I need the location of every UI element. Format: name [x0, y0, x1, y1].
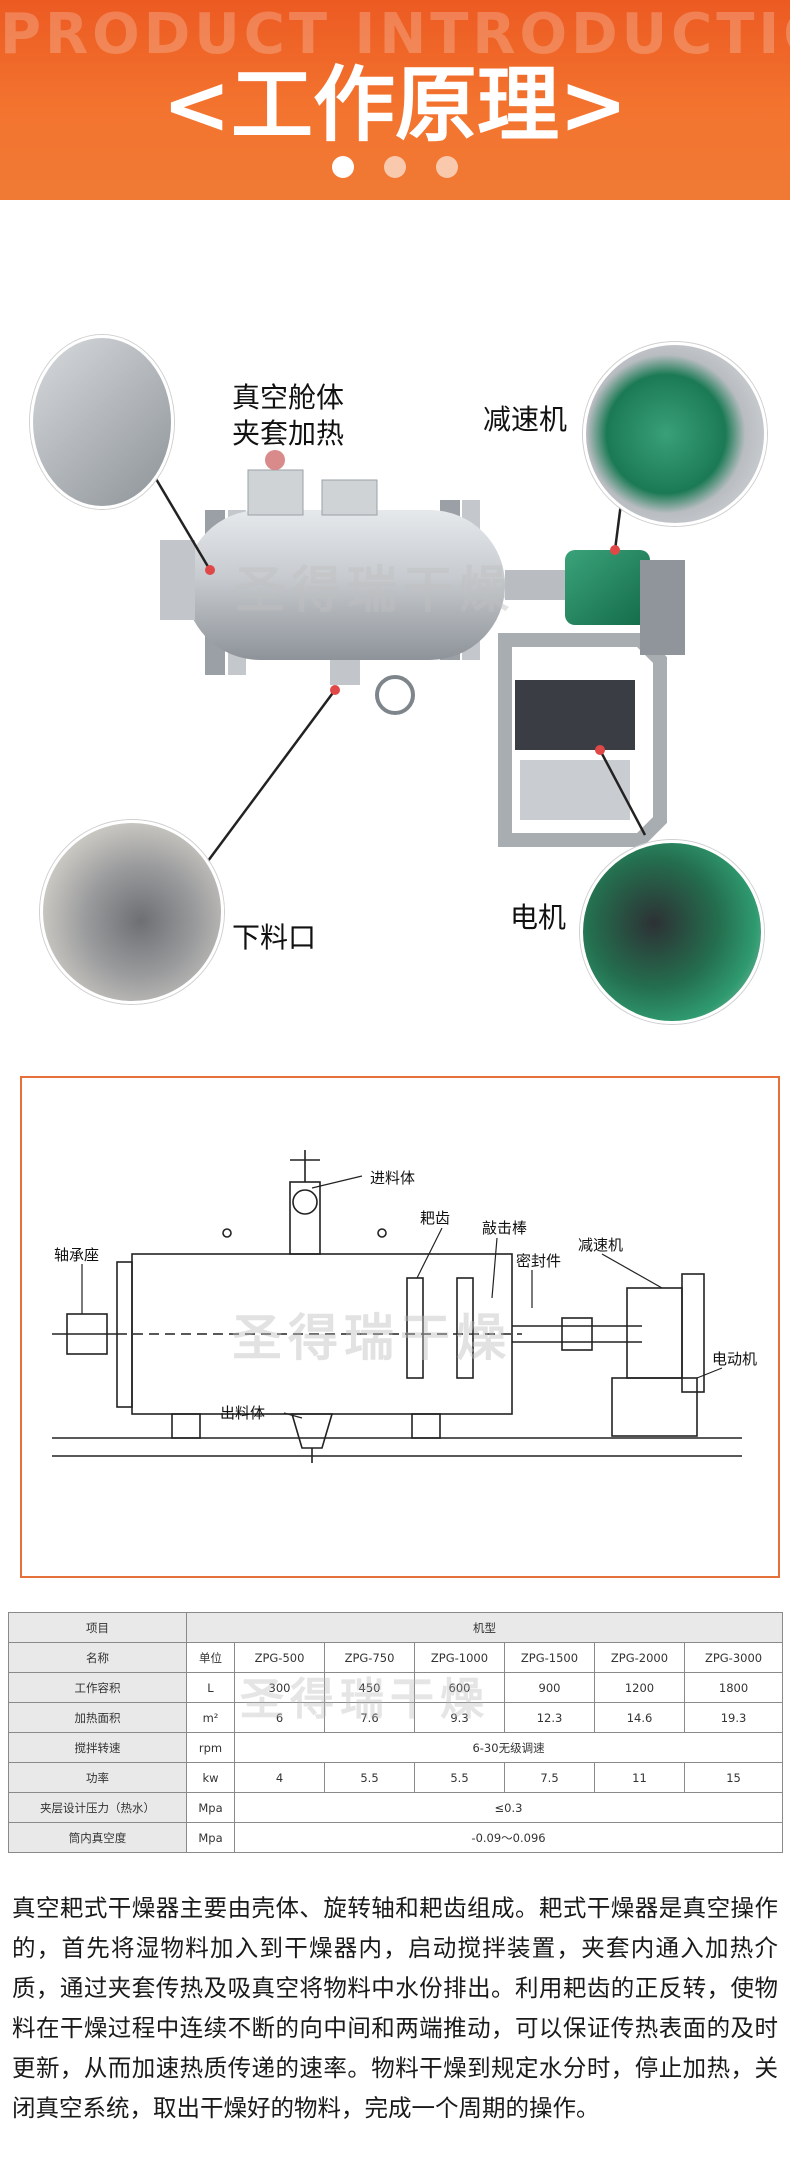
row-label: 筒内真空度: [8, 1822, 187, 1853]
cell: 5.5: [414, 1762, 505, 1793]
label-motor: 电机: [510, 901, 567, 934]
row-label: 加热面积: [8, 1702, 187, 1733]
table-row: 功率 kw 4 5.5 5.5 7.5 11 15: [8, 1762, 784, 1793]
section-header: PRODUCT INTRODUCTION <工作原理>: [0, 0, 790, 200]
label-vacuum-chamber: 真空舱体: [232, 381, 345, 414]
drawing-watermark: 圣得瑞干燥: [232, 1309, 512, 1367]
row-label: 功率: [8, 1762, 187, 1793]
table-row: 夹层设计压力（热水） Mpa ≤0.3: [8, 1792, 784, 1823]
table-row: 加热面积 m² 6 7.6 9.3 12.3 14.6 19.3: [8, 1702, 784, 1733]
cell-span: ≤0.3: [233, 1792, 784, 1823]
label-reducer-drawing: 减速机: [578, 1236, 623, 1254]
drawing-schematic: 进料体 耙齿 敲击棒 轴承座 密封件 减速机 电动机 出料体: [52, 1150, 757, 1463]
photo-watermark: 圣得瑞干燥: [235, 561, 515, 619]
cell: ZPG-1000: [414, 1642, 505, 1673]
label-seal: 密封件: [516, 1252, 561, 1270]
cell-span: -0.09～0.096: [233, 1822, 784, 1853]
cell: 11: [594, 1762, 685, 1793]
cell: 9.3: [414, 1702, 505, 1733]
cell: 7.6: [324, 1702, 415, 1733]
row-label: 工作容积: [8, 1672, 187, 1703]
label-discharge-drawing: 出料体: [220, 1404, 265, 1422]
row-unit: rpm: [186, 1732, 235, 1763]
label-bearing-seat: 轴承座: [54, 1246, 99, 1264]
header-item: 项目: [8, 1612, 187, 1643]
cell: 600: [414, 1672, 505, 1703]
cell: 19.3: [683, 1702, 784, 1733]
pagination-dots: [0, 156, 790, 178]
cell: ZPG-500: [234, 1642, 325, 1673]
callout-reducer: [583, 342, 767, 526]
technical-drawing: 进料体 耙齿 敲击棒 轴承座 密封件 减速机 电动机 出料体 圣得瑞干燥: [20, 1076, 780, 1578]
cell: 15: [683, 1762, 784, 1793]
callout-discharge: [40, 820, 224, 1004]
dryer-photo-illustration: 真空舱体 夹套加热 减速机 下料口 电机 圣得瑞干燥: [0, 260, 790, 1024]
table-row: 搅拌转速 rpm 6-30无级调速: [8, 1732, 784, 1763]
cell: 4: [234, 1762, 325, 1793]
header-background-text: PRODUCT INTRODUCTION: [0, 2, 790, 67]
cell: ZPG-750: [324, 1642, 415, 1673]
label-reducer: 减速机: [483, 403, 568, 436]
cell: ZPG-1500: [504, 1642, 595, 1673]
cell: 7.5: [504, 1762, 595, 1793]
row-unit: Mpa: [186, 1792, 235, 1823]
cell: 300: [234, 1672, 325, 1703]
dot: [384, 156, 406, 178]
cell: 6: [234, 1702, 325, 1733]
cell: 14.6: [594, 1702, 685, 1733]
row-unit: m²: [186, 1702, 235, 1733]
cell: 1200: [594, 1672, 685, 1703]
row-unit: Mpa: [186, 1822, 235, 1853]
row-unit: L: [186, 1672, 235, 1703]
dot: [436, 156, 458, 178]
row-label: 搅拌转速: [8, 1732, 187, 1763]
row-unit: 单位: [186, 1642, 235, 1673]
table-row: 筒内真空度 Mpa -0.09～0.096: [8, 1822, 784, 1853]
label-discharge: 下料口: [232, 921, 317, 954]
row-unit: kw: [186, 1762, 235, 1793]
dot-active: [332, 156, 354, 178]
cell: 5.5: [324, 1762, 415, 1793]
label-knock-rod: 敲击棒: [482, 1219, 527, 1237]
cell: ZPG-3000: [683, 1642, 784, 1673]
cell: 12.3: [504, 1702, 595, 1733]
dryer-illustration: [128, 354, 685, 866]
spec-table: 项目 机型 名称 单位 ZPG-500 ZPG-750 ZPG-1000 ZPG…: [8, 1612, 784, 1853]
label-rake-teeth: 耙齿: [420, 1209, 450, 1227]
row-label: 夹层设计压力（热水）: [8, 1792, 187, 1823]
header-model: 机型: [185, 1612, 784, 1643]
callout-motor: [580, 840, 764, 1024]
label-jacket-heating: 夹套加热: [232, 417, 345, 450]
callout-vacuum-chamber: [30, 335, 174, 509]
cell-span: 6-30无级调速: [233, 1732, 784, 1763]
table-row: 名称 单位 ZPG-500 ZPG-750 ZPG-1000 ZPG-1500 …: [8, 1642, 784, 1673]
table-header-row: 项目 机型: [8, 1612, 784, 1643]
label-feed: 进料体: [370, 1169, 415, 1187]
cell: 900: [504, 1672, 595, 1703]
row-label: 名称: [8, 1642, 187, 1673]
section-title: <工作原理>: [162, 58, 628, 153]
label-motor-drawing: 电动机: [712, 1350, 757, 1368]
cell: ZPG-2000: [594, 1642, 685, 1673]
description-paragraph: 真空耙式干燥器主要由壳体、旋转轴和耙齿组成。耙式干燥器是真空操作的，首先将湿物料…: [12, 1894, 778, 2122]
cell: 450: [324, 1672, 415, 1703]
table-row: 工作容积 L 300 450 600 900 1200 1800: [8, 1672, 784, 1703]
cell: 1800: [683, 1672, 784, 1703]
